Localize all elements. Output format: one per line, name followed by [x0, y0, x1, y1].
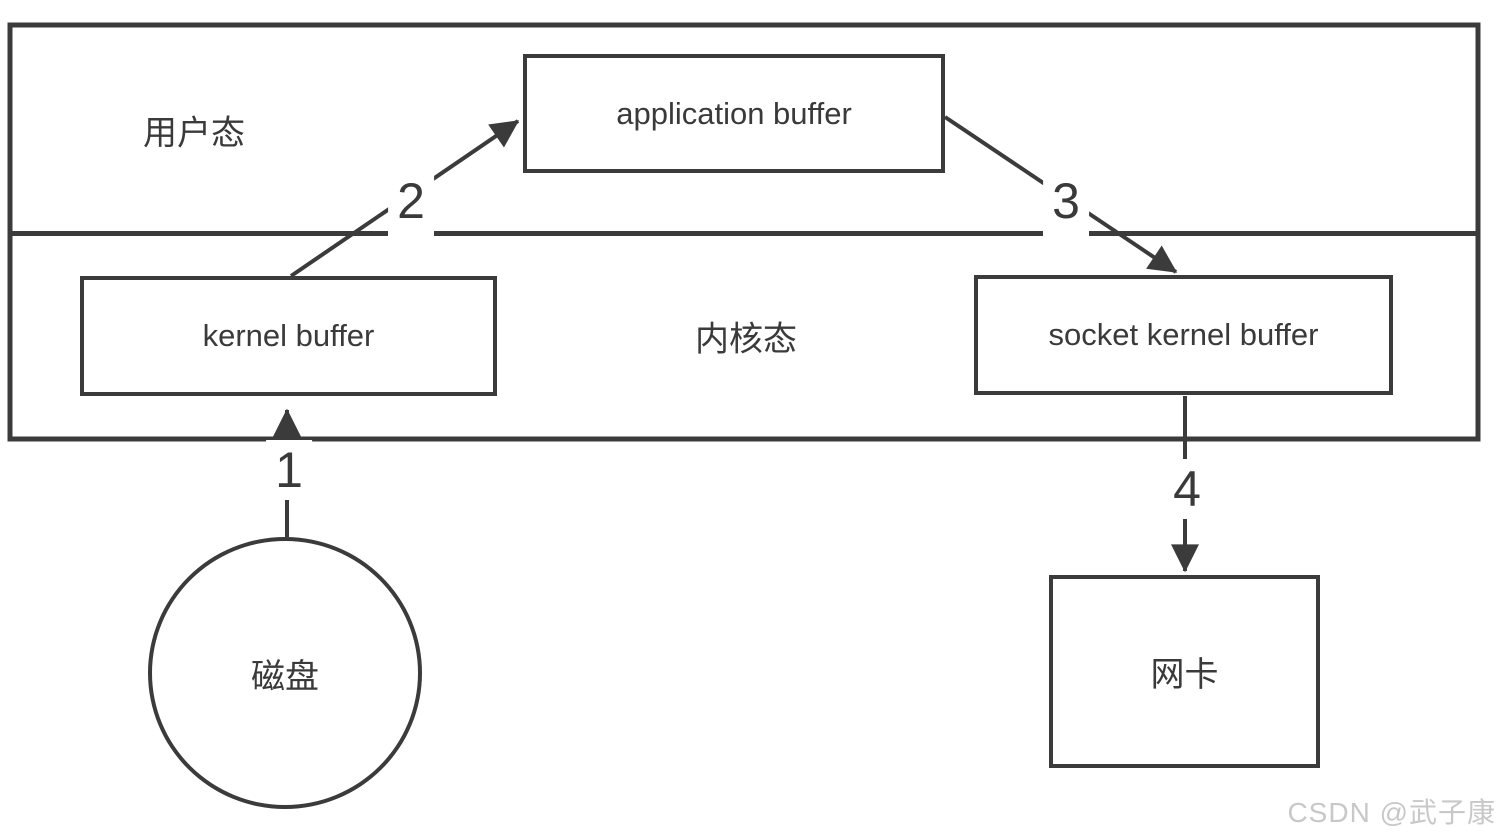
kernel-buffer-box: kernel buffer — [80, 276, 497, 396]
application-buffer-label: application buffer — [616, 95, 852, 131]
step-3-label: 3 — [1043, 171, 1089, 231]
step-2-label: 2 — [388, 171, 434, 231]
socket-kernel-buffer-label: socket kernel buffer — [1048, 317, 1319, 352]
step-4-label: 4 — [1164, 459, 1210, 519]
nic-label: 网卡 — [1150, 656, 1219, 694]
nic-box: 网卡 — [1049, 575, 1320, 768]
disk-label: 磁盘 — [251, 657, 319, 696]
disk-circle: 磁盘 — [148, 537, 422, 809]
socket-kernel-buffer-box: socket kernel buffer — [974, 275, 1393, 395]
kernel-buffer-label: kernel buffer — [202, 318, 375, 353]
user-mode-label: 用户态 — [143, 114, 245, 153]
application-buffer-box: application buffer — [523, 54, 945, 173]
csdn-watermark: CSDN @武子康 — [1287, 797, 1496, 828]
kernel-mode-label: 内核态 — [695, 320, 797, 359]
step-1-label: 1 — [266, 440, 312, 500]
